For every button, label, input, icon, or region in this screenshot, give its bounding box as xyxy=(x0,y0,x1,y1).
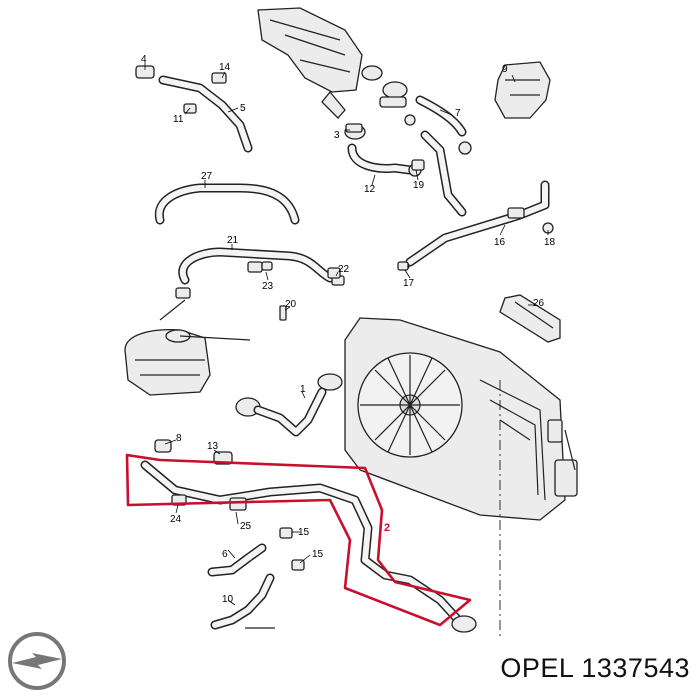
part-22-clip xyxy=(327,267,341,279)
callout-labels: 4 14 11 5 9 7 3 12 19 16 18 17 27 21 22 … xyxy=(141,54,556,605)
part-19-clip xyxy=(411,159,425,171)
brand-name: OPEL xyxy=(500,653,574,683)
callout-15-upper: 15 xyxy=(298,527,310,538)
callout-26: 26 xyxy=(533,298,545,309)
callout-9: 9 xyxy=(502,64,508,75)
callout-10: 10 xyxy=(222,594,234,605)
callout-8: 8 xyxy=(176,433,182,444)
part-7-hose xyxy=(404,95,472,155)
callout-3: 3 xyxy=(334,130,340,141)
part-23-clip xyxy=(261,261,273,271)
callout-22: 22 xyxy=(338,264,350,275)
callout-19: 19 xyxy=(413,180,425,191)
callout-7: 7 xyxy=(455,108,461,119)
part-15-clip-a xyxy=(279,527,293,539)
callout-25: 25 xyxy=(240,521,252,532)
callout-1: 1 xyxy=(300,384,306,395)
callout-2: 2 xyxy=(384,522,390,534)
callout-13: 13 xyxy=(207,441,219,452)
callout-14: 14 xyxy=(219,62,231,73)
opel-blitz-logo-icon xyxy=(8,632,66,690)
part-number: 1337543 xyxy=(581,653,690,683)
part-27-hose xyxy=(154,183,300,225)
part-26-tube xyxy=(499,294,561,343)
callout-21: 21 xyxy=(227,235,239,246)
callout-16: 16 xyxy=(494,237,506,248)
callout-12: 12 xyxy=(364,184,376,195)
part-17-clip xyxy=(397,261,409,271)
callout-18: 18 xyxy=(544,237,556,248)
part-5-hose xyxy=(135,65,253,153)
callout-5: 5 xyxy=(240,103,246,114)
callout-27: 27 xyxy=(201,171,213,182)
part-1-hose xyxy=(235,373,343,437)
part-21-hose xyxy=(175,247,345,299)
leader-lines xyxy=(144,62,549,606)
part-9-bracket xyxy=(494,61,551,119)
callout-4: 4 xyxy=(141,54,147,65)
callout-20: 20 xyxy=(285,299,297,310)
radiator-fan-assembly xyxy=(344,317,578,521)
callout-24: 24 xyxy=(170,514,182,525)
part-20-bolt xyxy=(279,305,287,321)
callout-6: 6 xyxy=(222,549,228,560)
part-2-highlight-outline xyxy=(125,453,472,627)
part-caption: OPEL 1337543 xyxy=(500,653,690,684)
part-10-hose xyxy=(210,573,275,630)
part-3-clip xyxy=(345,123,363,133)
callout-15-lower: 15 xyxy=(312,549,324,560)
expansion-tank xyxy=(124,299,251,396)
callout-11: 11 xyxy=(173,114,184,125)
thermostat-housing xyxy=(257,7,408,119)
part-16-pipe xyxy=(398,130,554,271)
callout-17: 17 xyxy=(403,278,415,289)
part-6-hose xyxy=(207,543,267,577)
callout-23: 23 xyxy=(262,281,274,292)
